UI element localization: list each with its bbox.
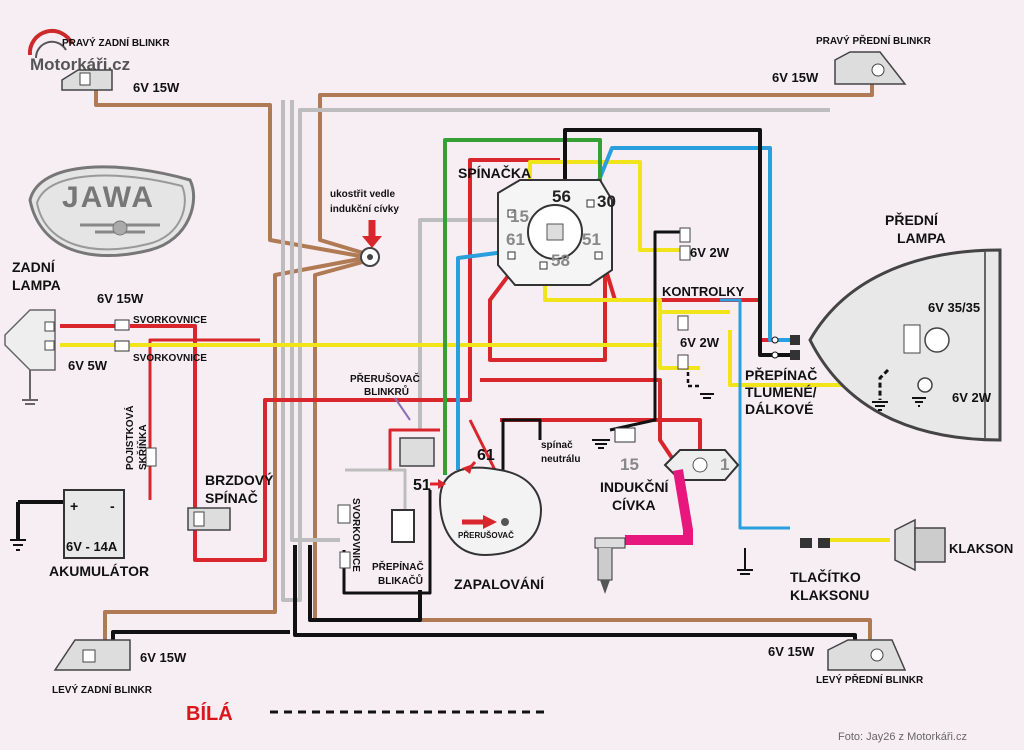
indicators-power: 6V 2W	[690, 245, 730, 260]
coil-pin-1: 1	[720, 455, 729, 474]
rear-lamp-power-2: 6V 5W	[68, 358, 108, 373]
dimmer-line3: DÁLKOVÉ	[745, 401, 813, 417]
horn-label: KLAKSON	[949, 541, 1013, 556]
switch-pin-30: 30	[597, 192, 616, 211]
battery: + - 6V - 14A AKUMULÁTOR	[10, 489, 149, 579]
brake-line2: SPÍNAČ	[205, 489, 258, 506]
neutral-line2: neutrálu	[541, 454, 580, 465]
ignition-pin-61: 61	[477, 447, 495, 464]
dimmer-line2: TLUMENÉ/	[745, 384, 817, 400]
headlamp-bulb: 6V 35/35	[928, 300, 980, 315]
brake-switch: BRZDOVÝ SPÍNAČ	[187, 471, 274, 531]
fuse-label-2: SKŘÍŇKA	[136, 424, 149, 470]
induction-coil: INDUKČNÍ CÍVKA 15 1	[594, 449, 740, 594]
front-right-blinker-power: 6V 15W	[772, 70, 819, 85]
indicators-power-2: 6V 2W	[680, 335, 720, 350]
blinker-switch-line1: PŘEPÍNAČ	[372, 560, 424, 573]
neutral-line1: spínač	[541, 440, 573, 451]
ignition-label: ZAPALOVÁNÍ	[454, 576, 545, 592]
breaker-label: PŘERUŠOVAČ	[458, 531, 514, 540]
coil-line2: CÍVKA	[612, 497, 656, 513]
horn-button: TLAČÍTKO KLAKSONU	[737, 538, 869, 603]
flasher-line2: BLINKRŮ	[364, 384, 409, 398]
headlamp-line1: PŘEDNÍ	[885, 211, 939, 228]
switch-pin-56: 56	[552, 187, 571, 206]
front-left-blinker-label: LEVÝ PŘEDNÍ BLINKR	[816, 673, 924, 686]
fuse-label-1: POJISTKOVÁ	[123, 406, 136, 470]
headlamp-line2: LAMPA	[897, 230, 946, 246]
wires	[16, 80, 890, 650]
brake-line1: BRZDOVÝ	[205, 471, 274, 488]
switch-title: SPÍNAČKA	[458, 164, 531, 181]
horn-button-line2: KLAKSONU	[790, 587, 869, 603]
photo-credit: Foto: Jay26 z Motorkáři.cz	[838, 731, 967, 743]
indicators-label: KONTROLKY	[662, 284, 745, 299]
front-left-blinker: LEVÝ PŘEDNÍ BLINKR 6V 15W	[768, 639, 924, 686]
switch-pin-15: 15	[510, 207, 529, 226]
coil-pin-15: 15	[620, 455, 639, 474]
blinker-switch-line2: BLIKAČŮ	[378, 573, 423, 587]
rear-lamp-line1: ZADNÍ	[12, 259, 56, 275]
rear-left-blinker: LEVÝ ZADNÍ BLINKR 6V 15W	[52, 639, 187, 696]
headlamp-parking: 6V 2W	[952, 390, 992, 405]
rear-lamp-power: 6V 15W	[97, 291, 144, 306]
front-headlamp: PŘEDNÍ LAMPA 6V 35/35 6V 2W	[808, 211, 1002, 442]
jawa-text: JAWA	[62, 181, 155, 214]
front-right-blinker-label: PRAVÝ PŘEDNÍ BLINKR	[816, 34, 932, 47]
front-left-blinker-power: 6V 15W	[768, 644, 815, 659]
jawa-emblem: JAWA	[28, 165, 196, 258]
terminal-block-label-2: SVORKOVNICE	[133, 353, 207, 364]
rear-right-blinker-label: PRAVÝ ZADNÍ BLINKR	[62, 36, 170, 49]
switch-pin-58: 58	[551, 251, 570, 270]
dimmer-switch: PŘEPÍNAČ TLUMENÉ/ DÁLKOVÉ	[745, 335, 817, 417]
horn: KLAKSON	[894, 518, 1013, 572]
fuse-box: POJISTKOVÁ SKŘÍŇKA	[123, 406, 157, 470]
rear-left-blinker-power: 6V 15W	[140, 650, 187, 665]
terminal-block-and-blinker-switch: SVORKOVNICE PŘEPÍNAČ BLIKAČŮ	[337, 498, 424, 587]
switch-pin-61: 61	[506, 230, 525, 249]
horn-button-line1: TLAČÍTKO	[790, 568, 861, 585]
indicator-lamps: 6V 2W KONTROLKY 6V 2W	[662, 227, 745, 399]
flasher-unit: PŘERUŠOVAČ BLINKRŮ	[350, 372, 435, 467]
rear-lamp-line2: LAMPA	[12, 277, 61, 293]
legend: BÍLÁ	[186, 702, 545, 725]
white-wire-legend: BÍLÁ	[186, 702, 233, 725]
ground-point: ukostřit vedle indukční cívky	[330, 189, 399, 267]
rear-right-blinker-power: 6V 15W	[133, 80, 180, 95]
ground-point-line1: ukostřit vedle	[330, 189, 395, 200]
terminal-block-vertical: SVORKOVNICE	[350, 498, 361, 572]
ignition-switch: SPÍNAČKA 56 30 15 61 51 58	[458, 164, 616, 286]
switch-pin-51: 51	[582, 230, 601, 249]
ignition-pin-51: 51	[413, 477, 431, 494]
battery-plus: +	[70, 498, 78, 514]
ground-point-line2: indukční cívky	[330, 204, 399, 215]
rear-right-blinker: PRAVÝ ZADNÍ BLINKR 6V 15W	[61, 36, 180, 95]
battery-minus: -	[110, 498, 115, 514]
front-right-blinker: PRAVÝ PŘEDNÍ BLINKR 6V 15W	[772, 34, 932, 85]
battery-label: AKUMULÁTOR	[49, 563, 149, 579]
neutral-switch: spínač neutrálu	[541, 427, 636, 465]
battery-rating: 6V - 14A	[66, 539, 118, 554]
rear-lamp: ZADNÍ LAMPA 6V 15W 6V 5W SVORKOVNICE SVO…	[4, 259, 207, 405]
coil-line1: INDUKČNÍ	[600, 478, 670, 495]
rear-left-blinker-label: LEVÝ ZADNÍ BLINKR	[52, 683, 153, 696]
dimmer-line1: PŘEPÍNAČ	[745, 366, 817, 383]
flasher-line1: PŘERUŠOVAČ	[350, 372, 420, 385]
ignition-breaker: PŘERUŠOVAČ ZAPALOVÁNÍ 61 51	[413, 447, 545, 592]
terminal-block-label: SVORKOVNICE	[133, 315, 207, 326]
